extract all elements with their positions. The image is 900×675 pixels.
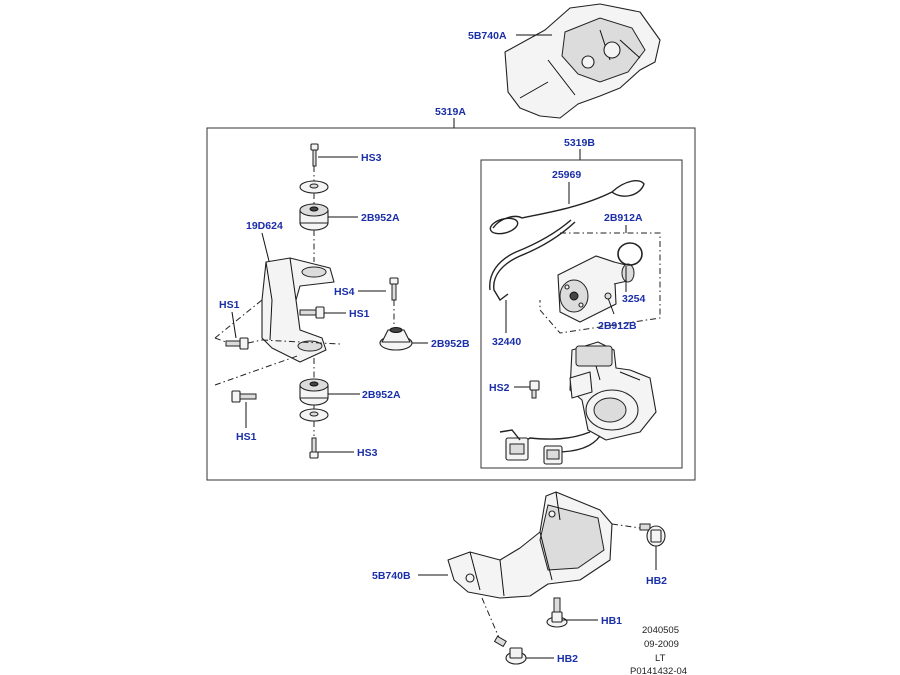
meta-date: 09-2009 — [644, 639, 679, 650]
o-ring-3254 — [617, 242, 643, 266]
label-2B952B: 2B952B — [431, 338, 470, 350]
bolt-hs1-left — [225, 337, 249, 350]
bolt-hs1-bottom — [231, 390, 257, 403]
bolt-hs3-bottom — [309, 437, 319, 459]
label-hs4: HS4 — [334, 286, 355, 298]
cover-5B740A — [504, 3, 661, 119]
bush-2B952B — [379, 327, 413, 351]
label-hs1-mid: HS1 — [349, 308, 370, 320]
label-2B912A: 2B912A — [604, 212, 643, 224]
label-hb2-right: HB2 — [646, 575, 667, 587]
bolt-hs1-mid — [299, 306, 325, 319]
bolt-hs3-top — [310, 143, 319, 167]
label-5B740A: 5B740A — [468, 30, 507, 42]
bolt-hb2-bottom — [493, 635, 527, 665]
meta-code: 2040505 — [642, 625, 679, 636]
label-2B912B: 2B912B — [598, 320, 637, 332]
label-5B740B: 5B740B — [372, 570, 411, 582]
bracket-19D624 — [261, 257, 335, 363]
label-5319A: 5319A — [435, 106, 466, 118]
assembly-frame-5319A — [206, 127, 696, 481]
label-hs2: HS2 — [489, 382, 510, 394]
label-2B952A-bottom: 2B952A — [362, 389, 401, 401]
label-2B952A-top: 2B952A — [361, 212, 400, 224]
label-32440: 32440 — [492, 336, 521, 348]
label-hb2-bottom: HB2 — [557, 653, 578, 665]
meta-lt: LT — [655, 653, 666, 664]
label-19D624: 19D624 — [246, 220, 283, 232]
label-3254: 3254 — [622, 293, 646, 305]
compressor-assembly — [499, 341, 657, 465]
meta-ref: P0141432-04 — [630, 666, 687, 675]
bush-2B952A-top — [299, 203, 329, 231]
bracket-5B740B — [447, 491, 613, 599]
label-hs1-left: HS1 — [219, 299, 240, 311]
assembly-frame-5319B — [480, 159, 683, 469]
label-25969: 25969 — [552, 169, 581, 181]
hose-32440 — [489, 219, 576, 302]
clip-2B912B — [604, 292, 612, 300]
strap-25969 — [489, 180, 645, 235]
bolt-hs2 — [529, 380, 540, 399]
label-5319B: 5319B — [564, 137, 595, 149]
bush-2B952A-bottom — [299, 378, 329, 406]
label-hb1: HB1 — [601, 615, 622, 627]
label-hs3-top: HS3 — [361, 152, 382, 164]
bolt-hb2-right — [639, 523, 666, 547]
label-hs3-bottom: HS3 — [357, 447, 378, 459]
label-hs1-bottom: HS1 — [236, 431, 257, 443]
dryer-2B912A — [557, 255, 635, 323]
bolt-hs4 — [389, 277, 399, 301]
bolt-hb1 — [546, 597, 568, 628]
